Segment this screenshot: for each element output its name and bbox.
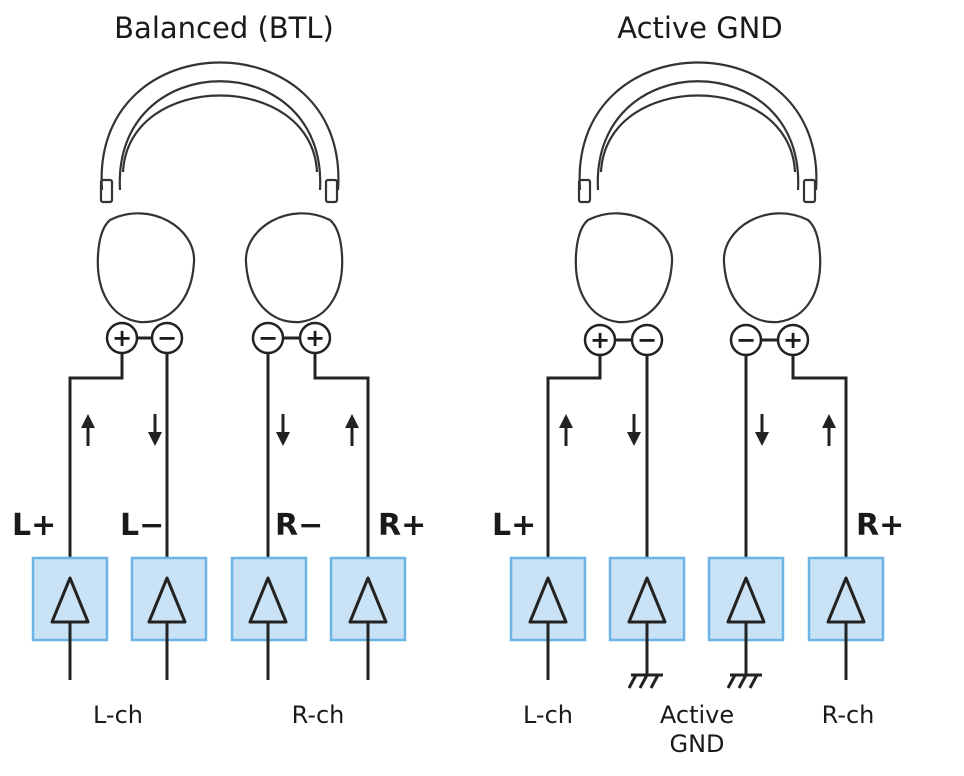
terminal-l-minus: − <box>630 323 664 357</box>
label-l-ch: L-ch <box>93 701 143 729</box>
svg-text:−: − <box>637 326 657 354</box>
label-l-plus: L+ <box>492 508 536 543</box>
diagram-balanced: Balanced (BTL) + − − <box>12 11 426 729</box>
terminal-r-minus: − <box>251 321 285 355</box>
amplifier-triangle-icon <box>329 556 407 642</box>
arrow-down-icon <box>148 414 162 446</box>
terminal-r-plus: + <box>776 323 810 357</box>
terminal-l-plus: + <box>583 323 617 357</box>
ground-icon <box>627 622 663 689</box>
arrow-up-icon <box>345 414 359 446</box>
svg-text:−: − <box>736 326 756 354</box>
label-l-ch: L-ch <box>523 701 573 729</box>
svg-text:−: − <box>258 324 278 352</box>
headphone-icon <box>96 61 344 324</box>
ground-icon <box>726 622 762 689</box>
amplifier-triangle-icon <box>130 556 208 642</box>
svg-text:+: + <box>590 326 610 354</box>
title-balanced: Balanced (BTL) <box>114 11 334 45</box>
label-r-ch: R-ch <box>292 701 345 729</box>
wire-r-plus <box>791 355 848 598</box>
svg-text:+: + <box>112 324 132 352</box>
arrow-down-icon <box>276 414 290 446</box>
label-r-ch: R-ch <box>822 701 875 729</box>
arrow-up-icon <box>822 414 836 446</box>
label-r-minus: R− <box>275 508 323 543</box>
wire-r-plus <box>313 353 370 598</box>
svg-text:+: + <box>305 324 325 352</box>
title-active-gnd: Active GND <box>617 11 782 45</box>
terminal-r-plus: + <box>298 321 332 355</box>
diagram-active-gnd: Active GND + − − + <box>492 11 904 758</box>
wire-l-plus <box>546 355 602 598</box>
wire-l-plus <box>68 353 124 598</box>
arrow-down-icon <box>627 414 641 446</box>
label-r-plus: R+ <box>378 508 426 543</box>
headphone-icon <box>574 61 822 324</box>
svg-text:−: − <box>157 324 177 352</box>
terminal-l-minus: − <box>150 321 184 355</box>
arrow-up-icon <box>81 414 95 446</box>
label-l-minus: L− <box>120 508 164 543</box>
label-l-plus: L+ <box>12 508 56 543</box>
label-active: Active <box>660 701 734 729</box>
label-r-plus: R+ <box>856 508 904 543</box>
arrow-up-icon <box>559 414 573 446</box>
label-gnd: GND <box>669 730 724 758</box>
arrow-down-icon <box>755 414 769 446</box>
terminal-l-plus: + <box>105 321 139 355</box>
svg-text:+: + <box>783 326 803 354</box>
terminal-r-minus: − <box>729 323 763 357</box>
